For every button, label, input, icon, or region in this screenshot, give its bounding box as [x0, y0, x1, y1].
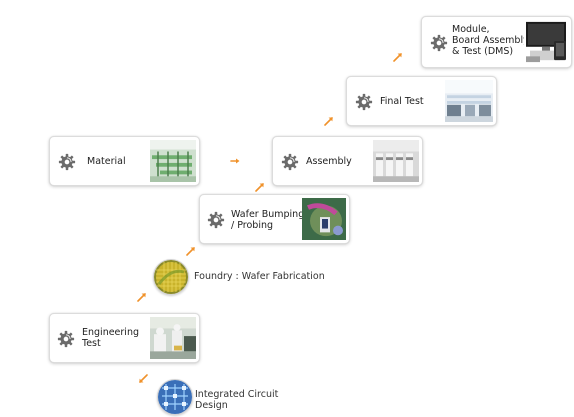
engineering-test-label: Engineering Test: [82, 327, 139, 349]
wafer-bumping-label: Wafer Bumping / Probing: [231, 209, 305, 231]
step-final-test: Final Test: [346, 76, 497, 126]
dms-devices-photo: [524, 20, 568, 64]
final-test-photo: [445, 80, 493, 122]
foundry-label: Foundry : Wafer Fabrication: [194, 271, 325, 282]
step-assembly: Assembly: [272, 136, 423, 186]
arrow-icon: [255, 182, 265, 192]
gear-icon: [207, 211, 225, 229]
arrow-right-icon: [230, 156, 240, 166]
step-module-board-assembly-test: Module, Board Assembly & Test (DMS): [421, 16, 572, 68]
dms-label: Module, Board Assembly & Test (DMS): [452, 24, 529, 57]
gear-icon: [58, 153, 76, 171]
step-material: Material: [49, 136, 200, 186]
arrow-icon: [324, 116, 334, 126]
final-test-label: Final Test: [380, 96, 424, 107]
assembly-photo: [373, 140, 419, 182]
material-photo: [150, 140, 196, 182]
step-wafer-bumping-probing: Wafer Bumping / Probing: [199, 194, 350, 244]
step-engineering-test: Engineering Test: [49, 313, 200, 363]
engineering-test-photo: [150, 317, 196, 359]
arrow-icon: [393, 52, 403, 62]
gear-icon: [57, 330, 75, 348]
arrow-icon: [186, 246, 196, 256]
gear-icon: [281, 153, 299, 171]
arrow-icon: [138, 374, 148, 384]
gear-icon: [430, 34, 448, 52]
foundry-wafer-icon: [153, 259, 189, 295]
gear-icon: [355, 93, 373, 111]
arrow-icon: [137, 292, 147, 302]
wafer-bumping-photo: [302, 198, 346, 240]
ic-design-icon: [157, 379, 193, 415]
material-label: Material: [87, 156, 126, 167]
ic-design-label: Integrated Circuit Design: [195, 389, 279, 411]
assembly-label: Assembly: [306, 156, 352, 167]
